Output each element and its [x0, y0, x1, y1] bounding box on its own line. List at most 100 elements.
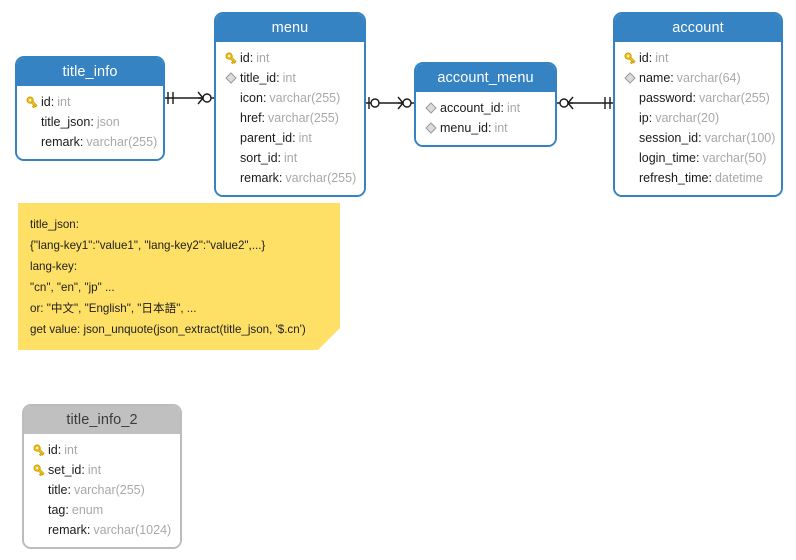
field-name: name	[639, 71, 671, 85]
field-type: varchar(255)	[73, 483, 145, 497]
field-type: varchar(255)	[268, 111, 339, 125]
field-row[interactable]: remark:varchar(1024)	[24, 520, 180, 540]
diamond-icon	[422, 99, 440, 117]
field-row[interactable]: name:varchar(64)	[615, 68, 781, 88]
note-line: get value: json_unquote(json_extract(tit…	[30, 323, 306, 336]
field-type: int	[284, 151, 298, 165]
field-separator: :	[695, 151, 700, 165]
note-fold-corner-icon	[318, 328, 340, 350]
field-row[interactable]: href:varchar(255)	[216, 108, 364, 128]
field-name: refresh_time	[639, 171, 709, 185]
field-row[interactable]: parent_id:int	[216, 128, 364, 148]
note-line: {"lang-key1":"value1", "lang-key2":"valu…	[30, 239, 266, 252]
field-name: sort_id	[240, 151, 278, 165]
field-icon-placeholder	[621, 169, 639, 187]
field-separator: :	[79, 135, 84, 149]
field-name: remark	[240, 171, 279, 185]
field-separator: :	[57, 443, 62, 457]
diamond-icon	[621, 69, 639, 87]
field-row[interactable]: remark:varchar(255)	[216, 168, 364, 188]
field-row[interactable]: sort_id:int	[216, 148, 364, 168]
field-separator: :	[708, 171, 712, 185]
field-separator: :	[278, 171, 283, 185]
field-type: int	[655, 51, 669, 65]
field-row[interactable]: menu_id:int	[416, 118, 555, 138]
key-icon	[30, 441, 48, 459]
field-name: title	[48, 483, 68, 497]
field-separator: :	[90, 115, 94, 129]
field-separator: :	[487, 121, 492, 135]
field-icon-placeholder	[222, 89, 240, 107]
field-name: password	[639, 91, 693, 105]
table-title-menu: menu	[216, 14, 364, 42]
field-row[interactable]: set_id:int	[24, 460, 180, 480]
field-type: varchar(255)	[269, 91, 341, 105]
field-type: varchar(255)	[285, 171, 357, 185]
field-icon-placeholder	[621, 149, 639, 167]
field-type: json	[96, 115, 120, 129]
field-separator: :	[81, 463, 85, 477]
diamond-icon	[222, 69, 240, 87]
table-title-account: account	[615, 14, 781, 42]
field-row[interactable]: title:varchar(255)	[24, 480, 180, 500]
field-row[interactable]: icon:varchar(255)	[216, 88, 364, 108]
relationship-menu-account_menu[interactable]	[366, 91, 414, 115]
field-type: varchar(1024)	[93, 523, 172, 537]
field-separator: :	[67, 483, 71, 497]
field-row[interactable]: session_id:varchar(100)	[615, 128, 781, 148]
field-name: id	[48, 443, 58, 457]
field-name: tag	[48, 503, 66, 517]
note-line: or: "中文", "English", "日本語", ...	[30, 302, 197, 315]
field-type: int	[494, 121, 508, 135]
field-row[interactable]: title_json:json	[17, 112, 163, 132]
note-line: lang-key:	[30, 260, 78, 273]
field-row[interactable]: password:varchar(255)	[615, 88, 781, 108]
field-type: varchar(20)	[655, 111, 720, 125]
field-separator: :	[50, 95, 55, 109]
relationship-account_menu-account[interactable]	[557, 91, 613, 115]
field-row[interactable]: tag:enum	[24, 500, 180, 520]
field-icon-placeholder	[30, 521, 48, 539]
field-row[interactable]: id:int	[24, 440, 180, 460]
field-icon-placeholder	[621, 129, 639, 147]
sticky-note-title_json_note[interactable]: title_json: {"lang-key1":"value1", "lang-…	[18, 203, 340, 350]
field-name: id	[639, 51, 649, 65]
field-separator: :	[86, 523, 91, 537]
field-name: session_id	[639, 131, 699, 145]
field-icon-placeholder	[222, 169, 240, 187]
field-row[interactable]: login_time:varchar(50)	[615, 148, 781, 168]
note-line: title_json:	[30, 218, 79, 231]
field-type: int	[57, 95, 71, 109]
table-title-title_info: title_info	[17, 58, 163, 86]
field-row[interactable]: account_id:int	[416, 98, 555, 118]
field-separator: :	[692, 91, 696, 105]
field-separator: :	[277, 151, 282, 165]
field-row[interactable]: ip:varchar(20)	[615, 108, 781, 128]
field-row[interactable]: title_id:int	[216, 68, 364, 88]
field-type: int	[298, 131, 312, 145]
field-row[interactable]: id:int	[216, 48, 364, 68]
field-icon-placeholder	[222, 129, 240, 147]
field-separator: :	[292, 131, 296, 145]
field-separator: :	[648, 51, 653, 65]
field-row[interactable]: remark:varchar(255)	[17, 132, 163, 152]
field-icon-placeholder	[23, 133, 41, 151]
relationship-title_info-menu[interactable]	[165, 86, 214, 110]
field-row[interactable]: refresh_time:datetime	[615, 168, 781, 188]
field-separator: :	[670, 71, 674, 85]
field-name: set_id	[48, 463, 82, 477]
field-row[interactable]: id:int	[17, 92, 163, 112]
key-icon	[23, 93, 41, 111]
field-row[interactable]: id:int	[615, 48, 781, 68]
